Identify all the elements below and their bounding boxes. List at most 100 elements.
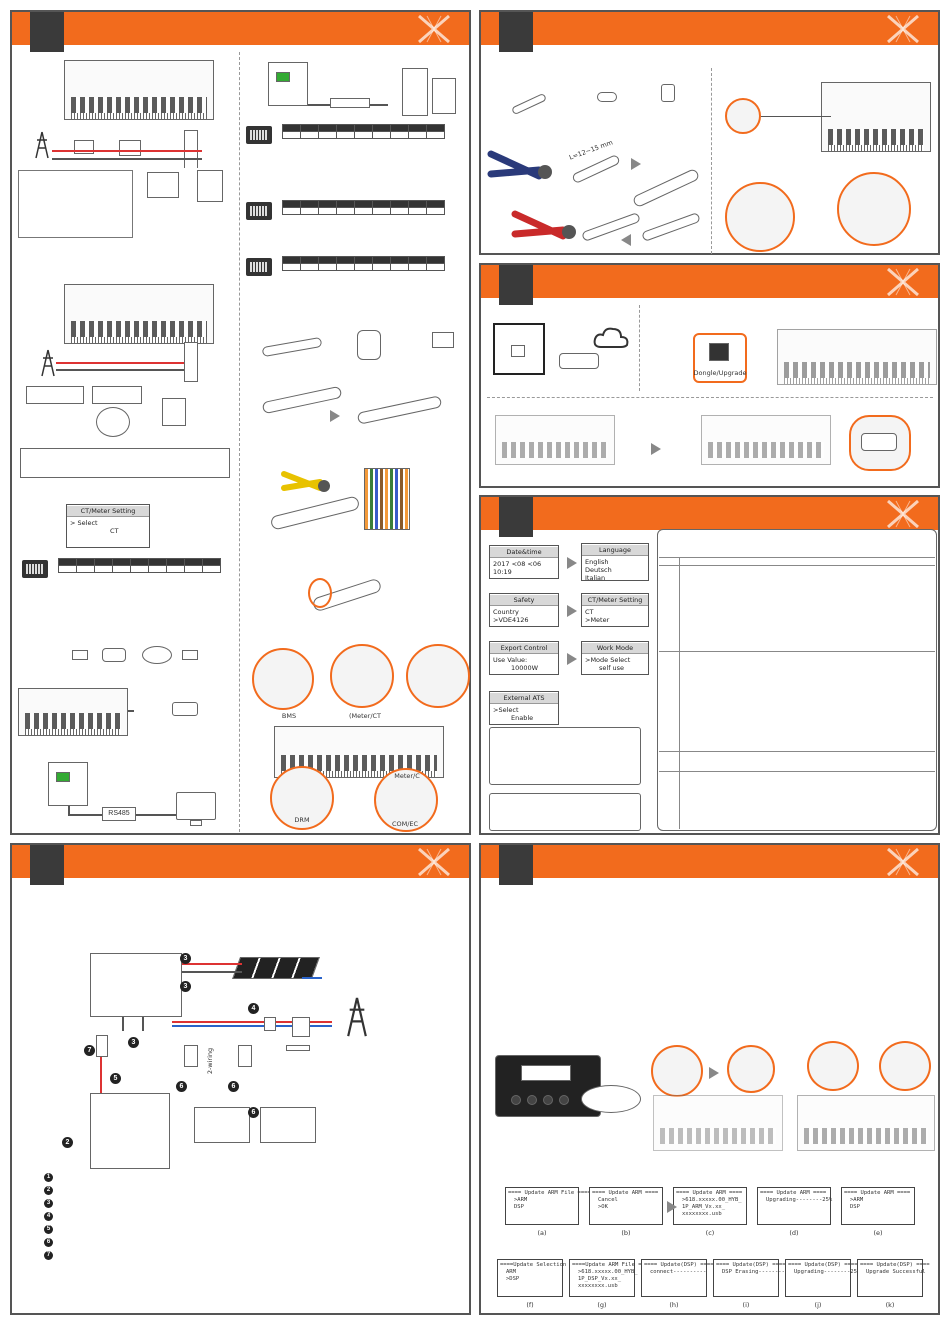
- ground-bar: [286, 1045, 310, 1051]
- step-arrow: [651, 443, 661, 455]
- grid-breaker: [264, 1017, 276, 1031]
- screen-title: Work Mode: [582, 643, 648, 654]
- screen-line: >Mode Select: [585, 656, 631, 664]
- gland-callout-com: [406, 644, 470, 708]
- screen-line: CT: [585, 608, 594, 616]
- x-logo-icon: [887, 499, 919, 529]
- ac-cable-backup: [122, 1031, 202, 1037]
- pin-table: [282, 200, 445, 215]
- callout-note: [18, 170, 133, 238]
- rj45-plug-icon: [22, 560, 48, 578]
- pin-table: [58, 558, 221, 573]
- dongle-box: [184, 342, 198, 382]
- gland-callout-meter: [330, 644, 394, 708]
- rj45-plug-icon: [246, 126, 272, 144]
- screen-title: Date&time: [490, 547, 558, 558]
- legend-number: 4: [44, 1212, 53, 1221]
- inverter-grounding: [821, 82, 931, 152]
- legend-number: 6: [44, 1238, 53, 1247]
- panel-header: [481, 12, 938, 45]
- upgrade-screen-line: DSP: [514, 1204, 524, 1210]
- meter-note: [20, 448, 230, 478]
- grid-wire: [52, 150, 202, 152]
- load-panel-backup: [194, 1107, 250, 1143]
- gland-parts: [357, 330, 381, 360]
- screen-line: 2017 <08 <06: [493, 560, 542, 568]
- panel-header: [481, 265, 938, 298]
- column-divider: [639, 305, 640, 391]
- legend-number: 5: [44, 1225, 53, 1234]
- panel-header: [481, 845, 938, 878]
- dongle-icon: [511, 345, 525, 357]
- screen-title: Language: [582, 545, 648, 556]
- backup-breaker: [184, 1045, 198, 1067]
- x-logo-icon: [887, 847, 919, 877]
- callout-number: 6: [248, 1107, 259, 1118]
- grid-tower-icon: [347, 997, 367, 1037]
- pin-table: [282, 256, 445, 271]
- panel-communication: CT/Meter Setting > Select CT RS485: [10, 10, 471, 835]
- ac-wire: [122, 1017, 124, 1031]
- ct-zoom-clamp: [147, 172, 179, 198]
- control-button[interactable]: [527, 1095, 537, 1105]
- step-arrow: [567, 605, 577, 617]
- screen-work-mode: Work Mode >Mode Select self use: [581, 641, 649, 675]
- screen-line: Deutsch: [585, 566, 612, 574]
- control-panel-lcd: [521, 1065, 571, 1081]
- upgrade-screen-line: DSP Erasing----------: [722, 1269, 792, 1275]
- gland-label-bms: BMS: [281, 712, 297, 720]
- cable-step2: [356, 395, 443, 425]
- control-button[interactable]: [559, 1095, 569, 1105]
- callout-number: 6: [228, 1081, 239, 1092]
- table-rule: [659, 651, 935, 652]
- callout-number: 6: [176, 1081, 187, 1092]
- step-arrow: [621, 234, 631, 246]
- step-arrow: [631, 158, 641, 170]
- screen-export-control: Export Control Use Value: 10000W: [489, 641, 559, 675]
- screen-line: 10:19: [493, 568, 512, 576]
- ct-zoom-meter: [197, 170, 223, 202]
- rj45-connector: [432, 332, 454, 348]
- section-badge: [499, 12, 533, 52]
- pv-ground: [302, 977, 322, 979]
- dongle-upgrade-label: Dongle/Upgrade: [693, 369, 747, 377]
- gland-callout-bms: [252, 648, 314, 710]
- inverter-block: [90, 953, 182, 1017]
- x-logo-icon: [887, 14, 919, 44]
- upgrade-screen-title: ==== Update ARM ====: [844, 1190, 911, 1196]
- grid-side-breaker: [238, 1045, 252, 1067]
- heatpump-label-box: [330, 98, 370, 108]
- screen-line: 10000W: [511, 664, 539, 672]
- legend-number: 7: [44, 1251, 53, 1260]
- grid-tower-icon: [35, 131, 49, 159]
- legend-number: 2: [44, 1186, 53, 1195]
- inverter-diagram: [64, 60, 214, 120]
- upgrade-screen-caption: (g): [597, 1301, 607, 1309]
- inverter-bottom-view: [777, 329, 937, 385]
- upgrade-screen-caption: (f): [526, 1301, 534, 1309]
- screen-line: Country: [493, 608, 519, 616]
- rotate-arrow-icon: [308, 578, 332, 608]
- gland-label-meter-c: Meter/C: [394, 772, 420, 780]
- control-button[interactable]: [543, 1095, 553, 1105]
- screen-line: >VDE4126: [493, 616, 529, 624]
- monitor-icon: [176, 792, 216, 820]
- x-logo-icon: [887, 267, 919, 297]
- upgrade-screen-r1-2: ==== Update ARM ====>618.xxxxx.00_HYB_1P…: [673, 1187, 747, 1225]
- control-button[interactable]: [511, 1095, 521, 1105]
- upgrade-screen-line: xxxxxxxx.usb: [682, 1211, 722, 1217]
- inverter-rs485: [48, 762, 88, 806]
- cloud-icon: [593, 327, 629, 348]
- panel-header: [481, 497, 938, 530]
- callout-number: 3: [180, 953, 191, 964]
- screen-language: Language English Deutsch Italian: [581, 543, 649, 582]
- grid-wire: [56, 369, 196, 371]
- screen-line: Use Value:: [493, 656, 528, 664]
- upgrade-screen-r2-3: ==== Update(DSP) ====DSP Erasing--------…: [713, 1259, 792, 1297]
- upgrade-screen-title: ==== Update(DSP) ====: [860, 1262, 930, 1268]
- upgrade-screen-title: ==== Update(DSP) ====: [716, 1262, 786, 1268]
- upgrade-screen-r2-4: ==== Update(DSP) ====Upgrading--------25…: [785, 1259, 860, 1297]
- dc-breaker: [96, 1035, 108, 1057]
- table-rule: [659, 565, 935, 566]
